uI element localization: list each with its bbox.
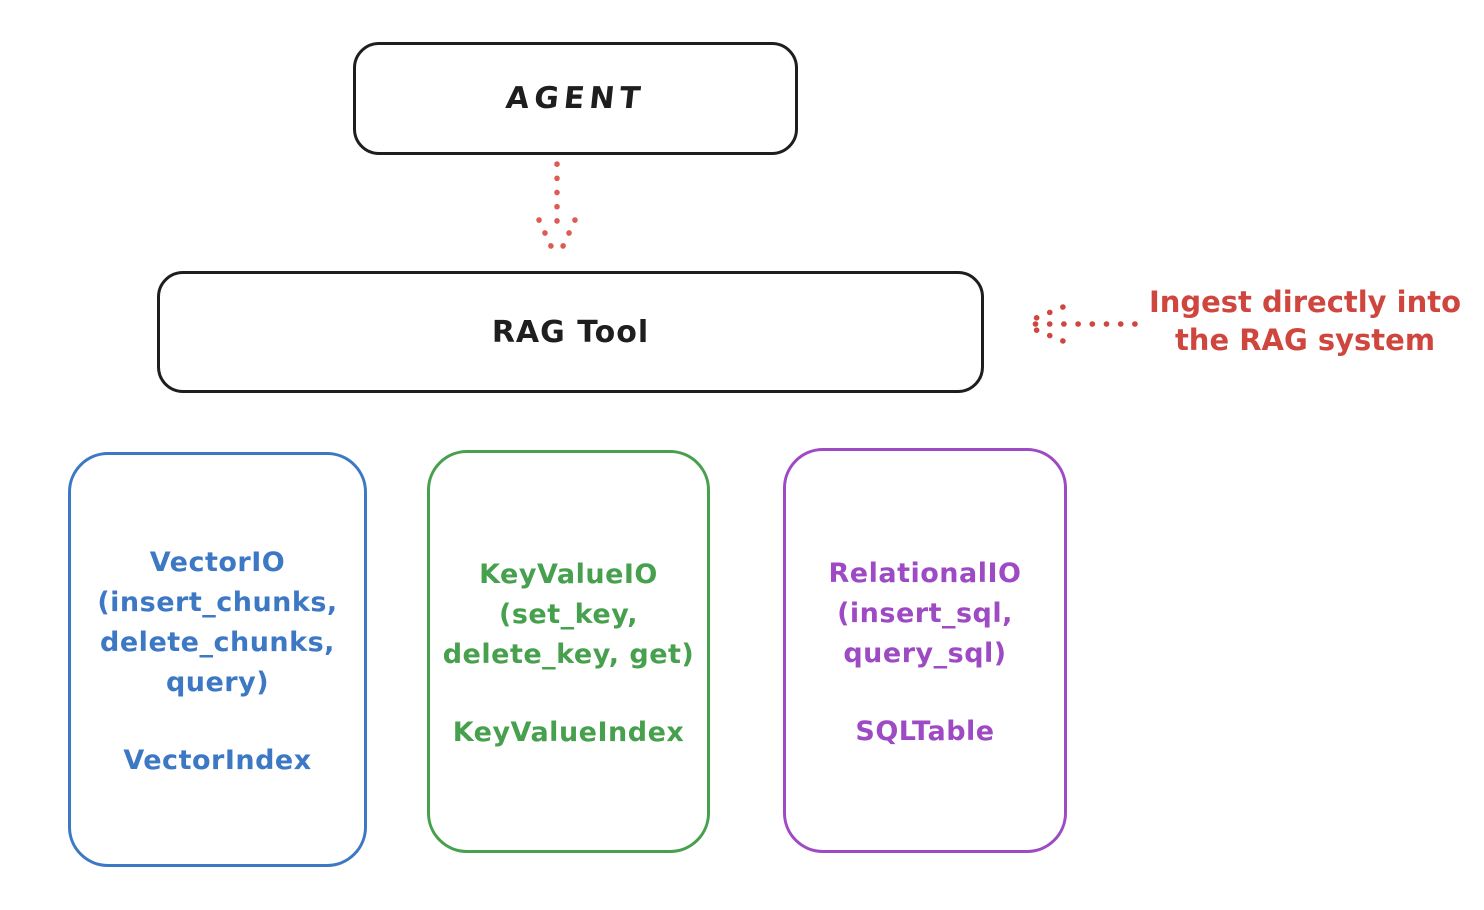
vector-io-node: VectorIO (insert_chunks, delete_chunks, … [68, 452, 367, 867]
key-value-index-label: KeyValueIndex [452, 717, 685, 748]
vector-index-label: VectorIndex [123, 745, 312, 776]
ingest-annotation: Ingest directly into the RAG system [1148, 285, 1462, 357]
key-value-io-methods-label: KeyValueIO (set_key, delete_key, get) [442, 559, 695, 670]
dotted-arrow-down-icon [536, 161, 578, 260]
key-value-io-node: KeyValueIO (set_key, delete_key, get) Ke… [427, 450, 710, 853]
rag-tool-node: RAG Tool [157, 271, 984, 393]
dotted-arrow-left-icon [1021, 304, 1138, 344]
sql-table-label: SQLTable [855, 716, 995, 747]
vector-io-methods-label: VectorIO (insert_chunks, delete_chunks, … [97, 547, 338, 698]
relational-io-node: RelationalIO (insert_sql, query_sql) SQL… [783, 448, 1067, 853]
relational-io-methods-label: RelationalIO (insert_sql, query_sql) [828, 558, 1022, 669]
rag-tool-label: RAG Tool [491, 314, 650, 350]
agent-label: AGENT [504, 81, 647, 116]
agent-node: AGENT [353, 42, 798, 155]
